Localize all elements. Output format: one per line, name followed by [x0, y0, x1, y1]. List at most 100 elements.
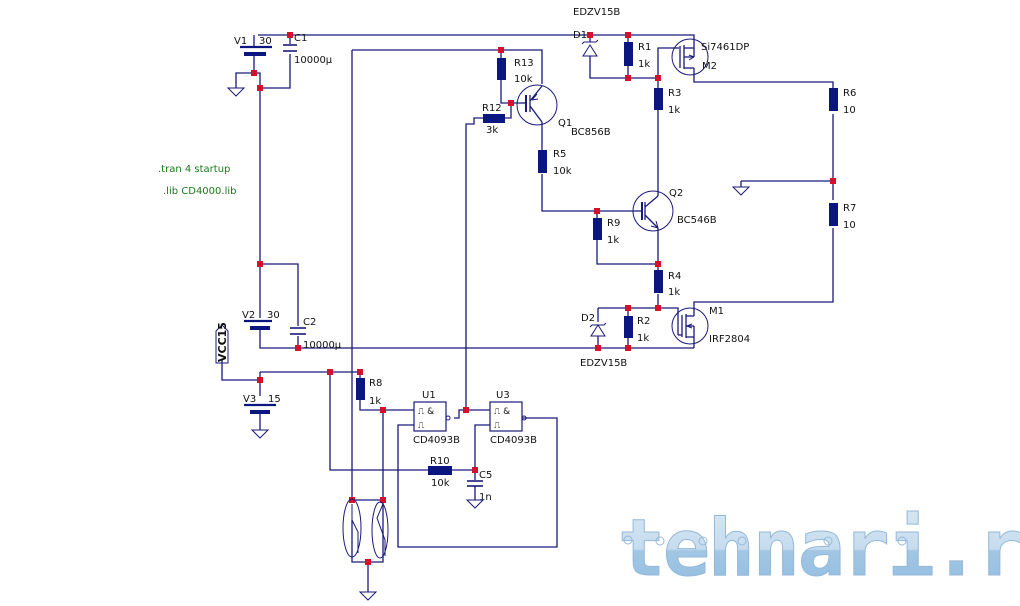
u3-model: CD4093B — [490, 435, 537, 446]
u3-glyph-a: ⎍ & — [494, 407, 510, 417]
c1-name: C1 — [294, 33, 307, 44]
r10-name: R10 — [430, 456, 450, 467]
u1-model: CD4093B — [413, 435, 460, 446]
mosfet-m2-pmos[interactable]: Si7461DP M2 — [671, 38, 749, 76]
r12-name: R12 — [482, 103, 502, 114]
c2-value: 10000µ — [303, 340, 342, 351]
r6-name: R6 — [843, 88, 856, 99]
zener-diode-d1[interactable]: D1 EDZV15B — [573, 7, 620, 57]
screw-icon — [823, 536, 833, 546]
screw-icon — [698, 536, 708, 546]
q1-model: BC856B — [571, 127, 611, 138]
u1-name: U1 — [422, 390, 436, 401]
r3-name: R3 — [668, 88, 681, 99]
r8-name: R8 — [369, 378, 382, 389]
d2-name: D2 — [581, 313, 595, 324]
watermark-logo: tehnari.ru — [618, 504, 1020, 595]
ground-icon — [358, 591, 378, 601]
spice-directive-tran[interactable]: .tran 4 startup — [158, 164, 230, 175]
r9-value: 1k — [607, 235, 619, 246]
q1-name: Q1 — [558, 118, 572, 129]
d1-name: D1 — [573, 30, 587, 41]
r9-name: R9 — [607, 218, 620, 229]
nand-gate-u1[interactable]: ⎍ & ⎍ U1 CD4093B — [413, 390, 460, 446]
r8-value: 1k — [369, 396, 381, 407]
resistor-r12[interactable]: R12 3k — [482, 103, 505, 136]
transistor-q2-npn[interactable]: Q2 BC546B — [632, 188, 717, 232]
resistor-r7[interactable]: R7 10 — [829, 203, 856, 231]
capacitor-c5[interactable]: C5 1n — [467, 470, 492, 503]
m1-model: IRF2804 — [709, 334, 750, 345]
vcc15-text: VCC15 — [216, 322, 229, 362]
u3-name: U3 — [496, 390, 510, 401]
m1-name: M1 — [709, 306, 724, 317]
switch-s1[interactable] — [342, 498, 362, 558]
r2-value: 1k — [637, 333, 649, 344]
v1-value: 30 — [259, 36, 272, 47]
screw-icon — [655, 536, 665, 546]
v3-value: 15 — [268, 394, 281, 405]
resistor-r2[interactable]: R2 1k — [624, 316, 650, 344]
ground-icon — [465, 499, 485, 509]
zener-diode-d2[interactable]: D2 EDZV15B — [580, 313, 627, 369]
r12-value: 3k — [486, 125, 498, 136]
resistor-r8[interactable]: R8 1k — [356, 378, 382, 407]
ground-icon — [250, 429, 270, 439]
junction-nodes — [251, 32, 836, 565]
voltage-source-v1[interactable]: V1 30 — [234, 35, 272, 56]
v2-value: 30 — [267, 310, 280, 321]
r1-name: R1 — [638, 42, 651, 53]
v2-name: V2 — [242, 310, 255, 321]
c5-name: C5 — [479, 470, 492, 481]
d1-model: EDZV15B — [573, 7, 620, 18]
mosfet-m1-nmos[interactable]: M1 IRF2804 — [671, 306, 750, 345]
r3-value: 1k — [668, 105, 680, 116]
u1-glyph-b: ⎍ — [418, 421, 425, 431]
watermark-text: tehnari.ru — [618, 504, 1020, 594]
net-label-vcc15[interactable]: VCC15 — [215, 322, 229, 364]
nand-gate-u3[interactable]: ⎍ & ⎍ U3 CD4093B — [489, 390, 537, 446]
r10-value: 10k — [431, 478, 450, 489]
ground-icon — [226, 87, 246, 97]
capacitor-c1[interactable]: C1 10000µ — [283, 33, 333, 66]
r2-name: R2 — [637, 316, 650, 327]
c1-value: 10000µ — [294, 55, 333, 66]
c2-name: C2 — [303, 317, 316, 328]
resistor-r9[interactable]: R9 1k — [593, 218, 620, 246]
spice-directive-lib[interactable]: .lib CD4000.lib — [163, 186, 236, 197]
resistor-r5[interactable]: R5 10k — [538, 149, 572, 177]
capacitor-c2[interactable]: C2 10000µ — [290, 317, 342, 351]
voltage-source-v2[interactable]: V2 30 — [242, 310, 280, 330]
screw-icon — [897, 536, 907, 546]
ground-icon — [731, 186, 751, 196]
resistor-r1[interactable]: R1 1k — [624, 42, 651, 70]
r7-name: R7 — [843, 203, 856, 214]
u3-glyph-b: ⎍ — [494, 421, 501, 431]
q2-model: BC546B — [677, 215, 717, 226]
resistor-r4[interactable]: R4 1k — [654, 270, 681, 298]
r4-name: R4 — [668, 271, 681, 282]
resistor-r3[interactable]: R3 1k — [654, 88, 681, 116]
v3-name: V3 — [243, 394, 256, 405]
resistor-r6[interactable]: R6 10 — [829, 88, 856, 116]
resistor-r13[interactable]: R13 10k — [497, 58, 534, 85]
r1-value: 1k — [638, 59, 650, 70]
r6-value: 10 — [843, 105, 856, 116]
switch-s2[interactable] — [371, 501, 389, 559]
voltage-source-v3[interactable]: V3 15 — [243, 394, 281, 414]
r13-value: 10k — [514, 74, 533, 85]
d2-model: EDZV15B — [580, 358, 627, 369]
r13-name: R13 — [514, 58, 534, 69]
r5-name: R5 — [553, 149, 566, 160]
m2-model: Si7461DP — [701, 42, 749, 53]
v1-name: V1 — [234, 36, 247, 47]
r4-value: 1k — [668, 287, 680, 298]
u1-glyph-a: ⎍ & — [418, 407, 434, 417]
r5-value: 10k — [553, 166, 572, 177]
resistor-r10[interactable]: R10 10k — [428, 456, 452, 489]
q2-name: Q2 — [669, 188, 683, 199]
transistor-q1-pnp[interactable]: Q1 BC856B — [516, 84, 611, 138]
r7-value: 10 — [843, 220, 856, 231]
m2-name: M2 — [702, 61, 717, 72]
